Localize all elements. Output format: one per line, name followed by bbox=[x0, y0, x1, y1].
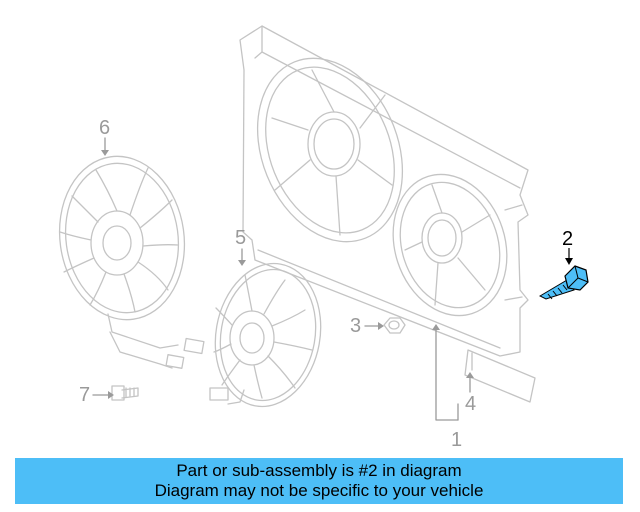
callout-3: 3 bbox=[350, 315, 362, 337]
callout-2: 2 bbox=[562, 228, 574, 250]
nut-3 bbox=[383, 317, 406, 334]
bolt-2-highlighted[interactable] bbox=[538, 248, 589, 300]
banner-line-disclaimer: Diagram may not be specific to your vehi… bbox=[154, 481, 484, 500]
fan-shroud bbox=[239, 25, 529, 357]
callout-4: 4 bbox=[465, 393, 477, 415]
bracket-4 bbox=[464, 349, 536, 403]
callout-7: 7 bbox=[79, 384, 91, 406]
bolt-7 bbox=[111, 385, 139, 401]
fan-assembly-6 bbox=[58, 155, 205, 369]
fan-assembly-5 bbox=[209, 262, 322, 408]
callout-1: 1 bbox=[451, 429, 463, 451]
callout-5: 5 bbox=[235, 227, 247, 249]
info-banner: Part or sub-assembly is #2 in diagram Di… bbox=[15, 458, 623, 504]
banner-line-part: Part or sub-assembly is #2 in diagram bbox=[176, 461, 462, 480]
callout-6: 6 bbox=[99, 117, 111, 139]
leader-lines bbox=[92, 137, 471, 421]
